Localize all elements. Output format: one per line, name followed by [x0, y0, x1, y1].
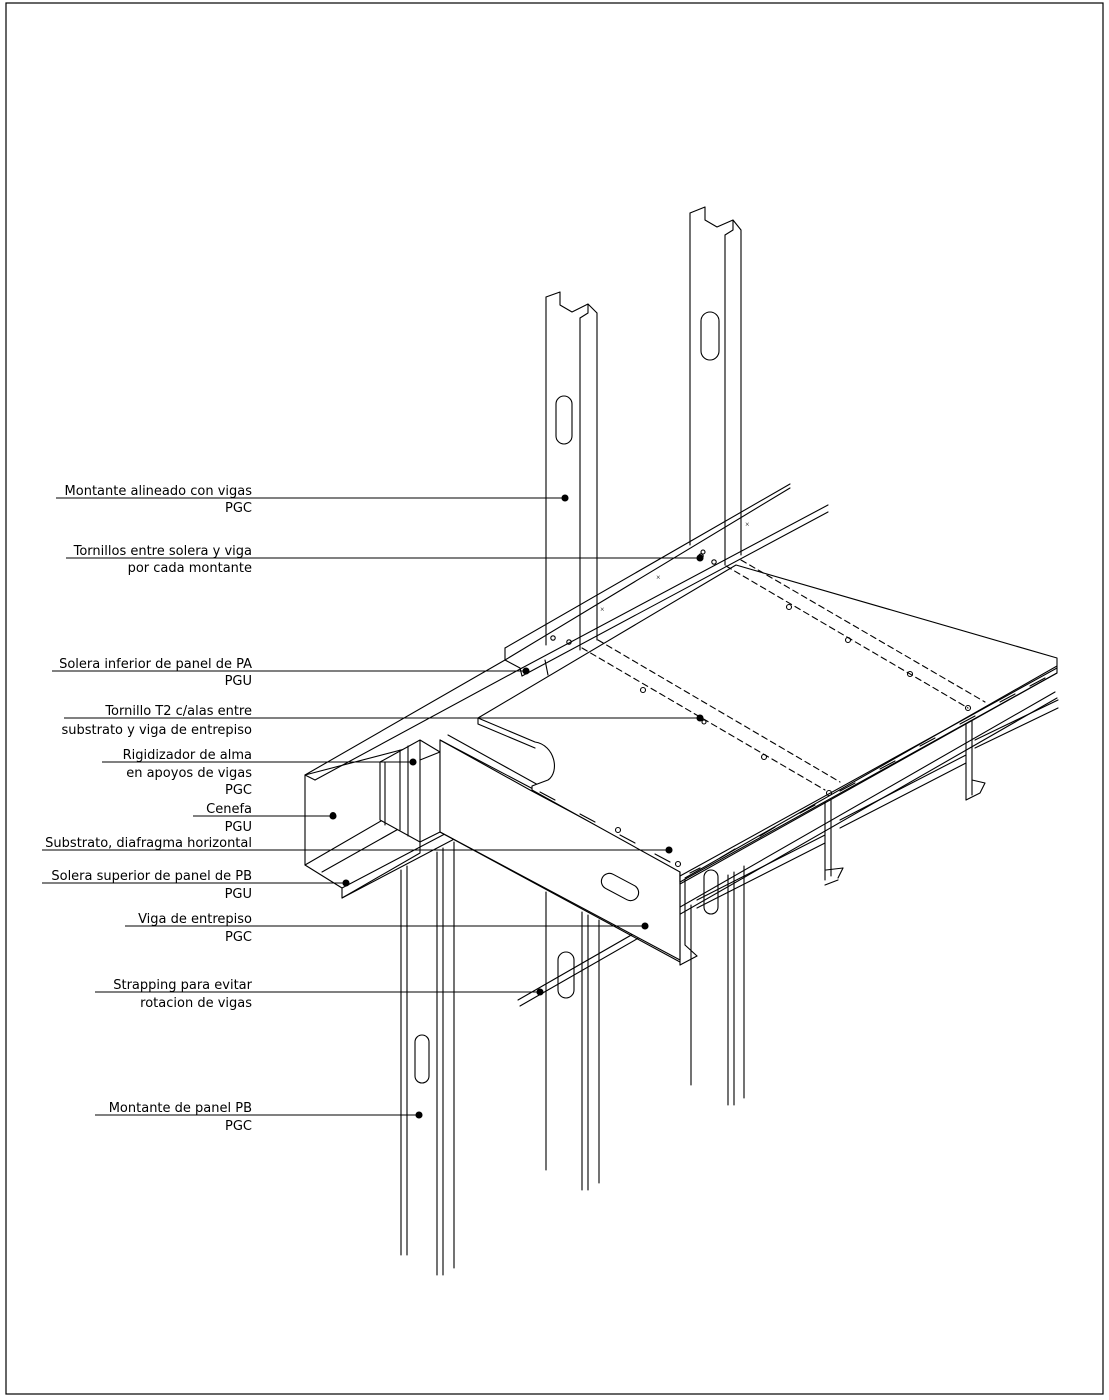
deck-screws	[329, 603, 972, 868]
leader-dot	[415, 1111, 423, 1119]
svg-text:×: ×	[600, 605, 605, 614]
callout-text: PGU	[225, 887, 252, 902]
callout-text: Montante alineado con vigas	[65, 484, 253, 499]
lower-studs	[400, 841, 745, 1276]
callout-text: PGC	[225, 930, 252, 945]
callout-text: por cada montante	[128, 561, 252, 576]
callout-montante-pb: Montante de panel PB PGC	[109, 1101, 252, 1134]
callout-solera-superior: Solera superior de panel de PB PGU	[51, 869, 252, 902]
callout-text: Solera inferior de panel de PA	[59, 657, 252, 672]
upper-stud-left	[545, 291, 598, 651]
callout-text: PGU	[225, 820, 252, 835]
floor-joist-middle	[824, 799, 844, 886]
callout-cenefa: Cenefa PGU	[206, 802, 252, 835]
callout-text: PGU	[225, 674, 252, 689]
callout-tornillo-t2: Tornillo T2 c/alas entre substrato y vig…	[62, 704, 253, 738]
callout-text: Solera superior de panel de PB	[51, 869, 252, 884]
callout-text: Tornillos entre solera y viga	[73, 544, 252, 559]
callout-text: PGC	[225, 783, 252, 798]
callout-text: en apoyos de vigas	[126, 766, 252, 781]
callout-rigidizador: Rigidizador de alma en apoyos de vigas P…	[123, 748, 253, 798]
leader-dot	[342, 879, 350, 887]
callout-text: Montante de panel PB	[109, 1101, 252, 1116]
leader-dot	[561, 494, 569, 502]
punchout-hole	[557, 951, 575, 999]
callout-tornillos-solera: Tornillos entre solera y viga por cada m…	[73, 544, 252, 576]
leader-dot	[536, 988, 544, 996]
sheet-border	[5, 2, 1104, 1395]
svg-text:×: ×	[656, 573, 661, 582]
callout-substrato: Substrato, diafragma horizontal	[45, 836, 252, 851]
punchout-hole	[414, 1034, 430, 1084]
svg-text:×: ×	[745, 520, 750, 529]
callout-viga-entrepiso: Viga de entrepiso PGC	[138, 912, 252, 945]
callout-text: Viga de entrepiso	[138, 912, 252, 927]
callout-text: Cenefa	[206, 802, 252, 817]
callout-text: Strapping para evitar	[113, 978, 252, 993]
callout-montante-alineado: Montante alineado con vigas PGC	[65, 484, 253, 516]
leader-dot	[641, 922, 649, 930]
callout-text: Substrato, diafragma horizontal	[45, 836, 252, 851]
leader-dot	[696, 554, 704, 562]
callout-text: PGC	[225, 501, 252, 516]
leader-lines	[42, 494, 704, 1119]
floor-joist-back	[696, 699, 1059, 909]
callout-text: Rigidizador de alma	[123, 748, 252, 763]
callout-solera-inferior: Solera inferior de panel de PA PGU	[59, 657, 252, 689]
leader-dot	[696, 714, 704, 722]
leader-dot	[665, 846, 673, 854]
hidden-joist-lines	[581, 559, 986, 791]
top-track-back: × × ×	[504, 483, 829, 677]
callout-strapping: Strapping para evitar rotacion de vigas	[113, 978, 252, 1011]
upper-stud-right	[689, 206, 742, 566]
leader-dot	[409, 758, 417, 766]
floor-deck	[477, 564, 1058, 885]
leader-dot	[522, 667, 530, 675]
leader-dot	[329, 812, 337, 820]
callout-text: rotacion de vigas	[140, 996, 252, 1011]
callout-text: Tornillo T2 c/alas entre	[104, 704, 252, 719]
callout-text: substrato y viga de entrepiso	[62, 723, 253, 738]
callout-text: PGC	[225, 1119, 252, 1134]
